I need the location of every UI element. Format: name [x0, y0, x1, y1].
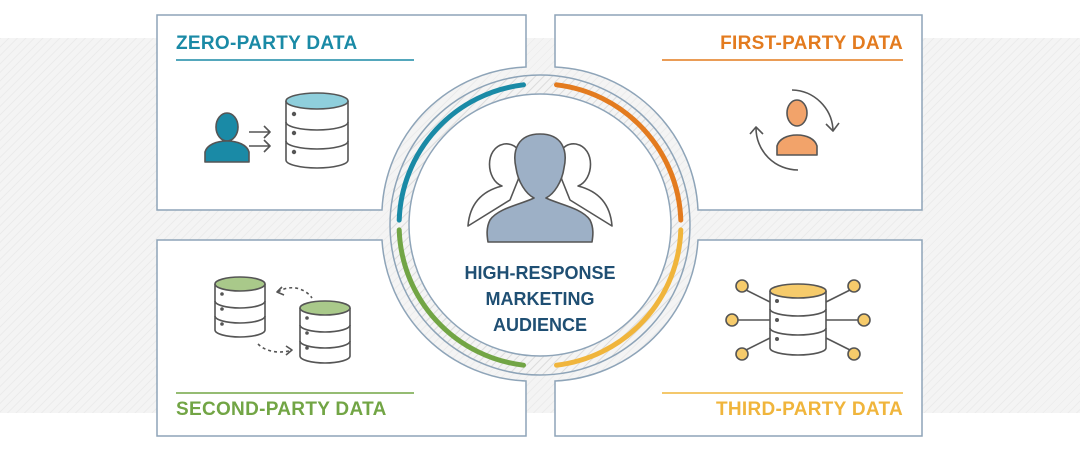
person-cycle-icon	[749, 89, 840, 171]
third-party-arc	[554, 227, 684, 368]
database-exchange-icon	[214, 276, 351, 364]
zero-party-arc	[396, 82, 526, 223]
second-party-title: SECOND-PARTY DATA	[176, 399, 387, 420]
center-label: HIGH-RESPONSE MARKETING AUDIENCE	[440, 260, 640, 338]
first-party-panel	[554, 14, 923, 211]
center-label-line-3: AUDIENCE	[492, 315, 587, 335]
person-to-database-icon	[204, 92, 349, 169]
database-network-icon	[725, 279, 871, 361]
third-party-title: THIRD-PARTY DATA	[715, 399, 903, 420]
audience-group-icon	[467, 133, 613, 243]
center-label-line-2: MARKETING	[485, 289, 595, 309]
first-party-title: FIRST-PARTY DATA	[720, 33, 903, 54]
third-party-panel	[554, 239, 923, 437]
first-party-arc	[554, 82, 684, 223]
zero-party-title: ZERO-PARTY DATA	[176, 33, 358, 54]
center-label-line-1: HIGH-RESPONSE	[464, 263, 616, 283]
second-party-arc	[396, 227, 526, 368]
